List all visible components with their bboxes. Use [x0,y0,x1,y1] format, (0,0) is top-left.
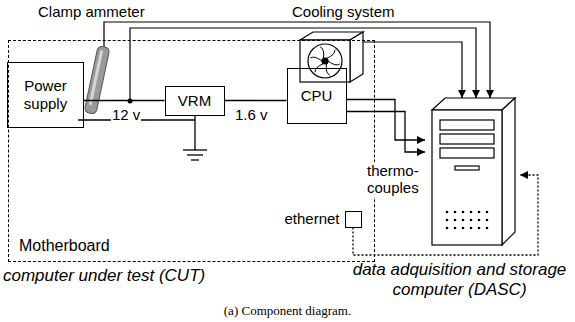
vrm-box: VRM [165,86,225,116]
ground-wiring [78,116,207,160]
cpu-box: CPU [287,68,347,124]
box-label: CPU [301,87,333,104]
voltage-label: 12 v [111,106,141,123]
instrument-label: Clamp ammeter [38,3,145,20]
ethernet-port: ethernet [345,211,362,228]
clamp-ammeter-symbol [84,45,110,114]
dasc-computer: data adquisition and storage computer (D… [425,98,520,248]
sensor-label: thermo-couples [366,162,428,197]
measurement-wires [104,22,490,101]
region-caption: computer under test (CUT) [3,266,205,286]
port-label: ethernet [284,210,339,227]
computer-caption: data adquisition and storage computer (D… [352,260,567,299]
part-label: Cooling system [292,3,395,20]
thermocouple-wire [347,100,426,141]
thermocouple-wire [347,112,426,153]
region-name: Motherboard [19,237,110,255]
box-label: VRM [178,92,211,109]
power-supply-box: Power supply [7,62,84,128]
voltage-label: 1.6 v [234,106,269,123]
power-wire [84,100,165,101]
power-wire [225,100,287,101]
box-label: Power supply [8,77,83,112]
motherboard-region: Motherboardcomputer under test (CUT)Powe… [8,40,375,262]
computer-icon [432,98,515,245]
figure-caption: (a) Component diagram. [0,303,575,319]
